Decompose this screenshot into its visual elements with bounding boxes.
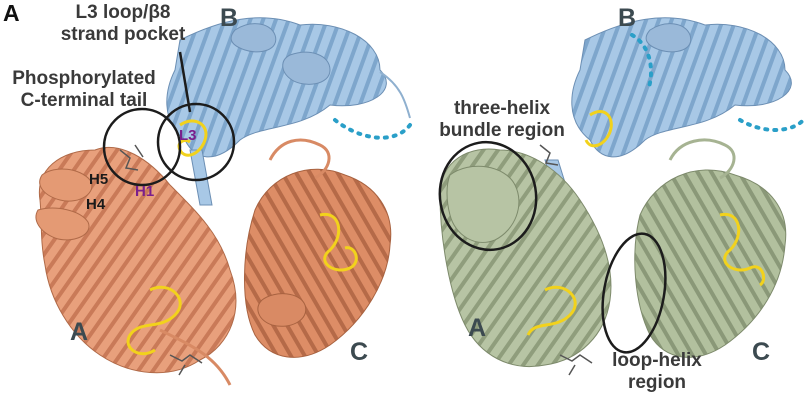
left-pocket-circle	[156, 102, 236, 182]
three-helix-annotation: three-helix bundle region	[439, 98, 565, 141]
right-l3-loop	[584, 109, 613, 148]
tail-annotation: Phosphorylated C-terminal tail	[12, 68, 156, 111]
right-subunit-b-label: B	[618, 4, 637, 32]
left-subunit-a-helix-h5	[39, 168, 93, 202]
right-protein-structure	[438, 17, 807, 376]
left-subunit-c-helix	[257, 293, 307, 327]
left-subunit-a-loop	[159, 328, 232, 386]
left-subunit-a-helix-h4	[35, 207, 90, 241]
loop-l3-label: L3	[179, 127, 197, 144]
left-subunit-a-label: A	[70, 318, 89, 346]
left-bottom-sticks	[169, 354, 203, 376]
right-subunit-b-body	[571, 17, 792, 158]
left-protein-structure	[35, 17, 412, 386]
right-loop-helix-ellipse	[601, 232, 667, 354]
left-subunit-c-body	[244, 168, 392, 358]
helix-h5-label: H5	[89, 171, 109, 188]
right-c-yellow-loop	[719, 212, 766, 287]
left-l3-loop	[177, 119, 208, 157]
right-disordered-loop	[738, 116, 807, 132]
left-tail-sticks	[119, 144, 144, 171]
left-c-yellow-loop	[319, 212, 358, 272]
left-disordered-loop-tail	[379, 71, 411, 119]
helix-h1-label: H1	[135, 183, 155, 200]
left-tail-circle	[102, 107, 182, 187]
helix-h4-label: H4	[86, 196, 106, 213]
right-subunit-c-label: C	[752, 338, 771, 366]
left-subunit-b-helix	[230, 23, 277, 53]
right-subunit-a-label: A	[468, 314, 487, 342]
right-subunit-b-helix	[645, 23, 692, 53]
right-subunit-c-top-loop	[668, 138, 736, 180]
left-subunit-c-label: C	[350, 338, 369, 366]
right-three-helix-ellipse	[438, 140, 538, 252]
left-subunit-c-top-loop	[268, 138, 331, 180]
panel-a-label: A	[3, 0, 20, 26]
loop-helix-annotation: loop-helix region	[612, 350, 702, 393]
right-bottom-sticks	[559, 354, 593, 376]
left-pocket-pointer	[178, 51, 192, 113]
right-three-helix-bundle	[446, 165, 520, 243]
left-a-yellow-loop	[126, 285, 182, 356]
right-subunit-c-body	[634, 169, 787, 358]
right-disordered-loop-top	[630, 33, 653, 92]
left-subunit-b-helix-2	[282, 51, 331, 85]
left-subunit-b-label: B	[220, 4, 239, 32]
left-subunit-a-body	[38, 146, 237, 374]
right-tail-sticks	[539, 144, 559, 166]
pocket-annotation: L3 loop/β8 strand pocket	[60, 2, 186, 45]
left-disordered-loop	[333, 118, 412, 140]
right-a-yellow-loop	[526, 285, 577, 336]
